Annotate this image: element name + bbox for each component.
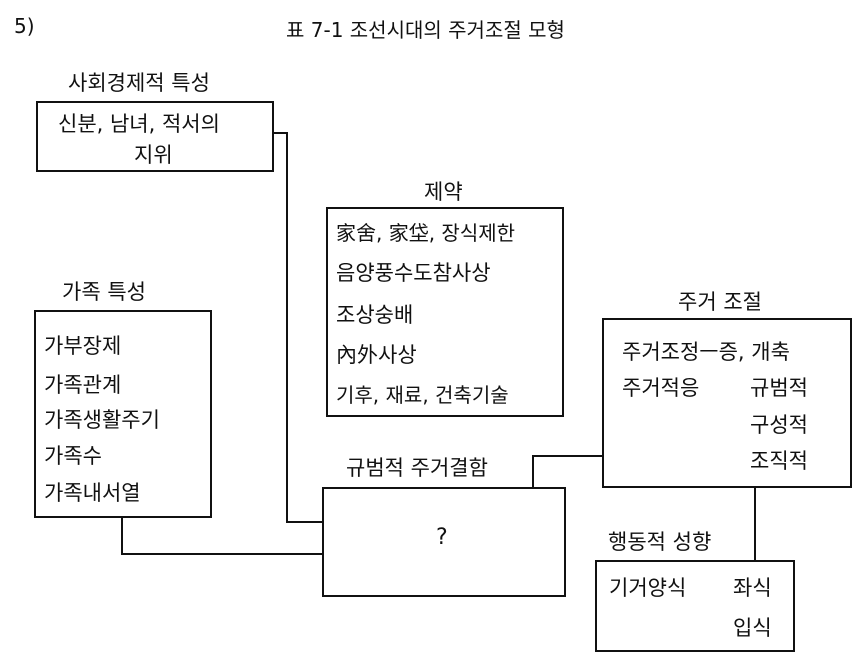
adaptation-root: 주거적응 xyxy=(622,376,700,400)
constraints-box: 家舍, 家垈, 장식제한 음양풍수도참사상 조상숭배 內外사상 기후, 재료, … xyxy=(326,207,564,417)
socio-box: 신분, 남녀, 적서의 지위 xyxy=(36,101,274,172)
constraint-line-4: 內外사상 xyxy=(336,343,417,367)
deficit-title: 규범적 주거결함 xyxy=(346,456,488,480)
behavior-title: 행동적 성향 xyxy=(608,530,712,554)
connector-socio-to-deficit xyxy=(272,132,323,523)
lifestyle-branch-2: 입식 xyxy=(733,616,772,640)
connector-family-to-deficit xyxy=(121,517,323,555)
constraint-line-2: 음양풍수도참사상 xyxy=(336,261,491,285)
family-line-2: 가족관계 xyxy=(44,373,122,397)
deficit-box: ? xyxy=(322,487,566,597)
socio-line-2: 지위 xyxy=(134,143,173,167)
behavior-box: 기거양식 좌식 입식 xyxy=(595,560,795,652)
family-line-5: 가족내서열 xyxy=(44,481,141,505)
socio-line-1: 신분, 남녀, 적서의 xyxy=(58,112,220,136)
figure-number: 5) xyxy=(14,14,35,38)
lifestyle-branch-1: 좌식 xyxy=(733,576,772,600)
constraint-line-1: 家舍, 家垈, 장식제한 xyxy=(336,221,516,245)
lifestyle-root: 기거양식 xyxy=(609,576,687,600)
family-line-1: 가부장제 xyxy=(44,334,122,358)
constraint-line-5: 기후, 재료, 건축기술 xyxy=(336,383,509,407)
figure-title: 표 7-1 조선시대의 주거조절 모형 xyxy=(286,18,565,42)
deficit-content: ? xyxy=(436,525,448,550)
adjust-box: 주거조정ㅡ증, 개축 주거적응 규범적 구성적 조직적 xyxy=(602,318,852,488)
socio-title: 사회경제적 특성 xyxy=(68,71,210,95)
constraint-line-3: 조상숭배 xyxy=(336,303,414,327)
adjust-line-1: 주거조정ㅡ증, 개축 xyxy=(622,340,790,364)
family-box: 가부장제 가족관계 가족생활주기 가족수 가족내서열 xyxy=(34,310,212,518)
constraints-title: 제약 xyxy=(424,180,463,204)
family-line-4: 가족수 xyxy=(44,444,102,468)
adaptation-branch-2: 구성적 xyxy=(750,413,808,437)
connector-deficit-to-adjust xyxy=(532,455,603,487)
family-title: 가족 특성 xyxy=(62,280,146,304)
adaptation-branch-3: 조직적 xyxy=(750,449,808,473)
adaptation-branch-1: 규범적 xyxy=(750,376,808,400)
adjust-title: 주거 조절 xyxy=(678,290,762,314)
family-line-3: 가족생활주기 xyxy=(44,408,160,432)
